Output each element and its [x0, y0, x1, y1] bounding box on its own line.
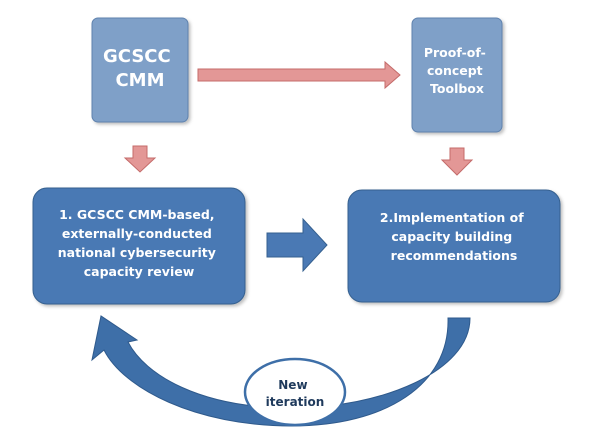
new-iteration-oval: New iteration — [243, 357, 347, 427]
left-down-arrow — [123, 145, 157, 173]
iteration-line-1: New — [278, 378, 307, 392]
svg-text:2.Implementation of capa: 2.Implementation of capacity building re… — [380, 210, 528, 263]
toolbox-box: Proof-of- concept Toolbox — [411, 17, 503, 133]
svg-text:Proof-of- concept: Proof-of- concept Toolbox — [424, 45, 490, 96]
review-line-1: 1. GCSCC CMM-based, — [59, 207, 214, 222]
review-line-3: national cybersecurity — [58, 245, 216, 260]
middle-forward-arrow — [266, 217, 328, 273]
toolbox-line-2: concept — [427, 63, 483, 78]
gcscc-cmm-line-1: GCSCC — [103, 46, 171, 67]
toolbox-line-3: Toolbox — [430, 81, 484, 96]
implementation-line-3: recommendations — [391, 248, 518, 263]
iteration-line-2: iteration — [266, 395, 325, 409]
review-line-4: capacity review — [84, 264, 195, 279]
gcscc-cmm-line-2: CMM — [115, 70, 164, 91]
implementation-line-1: 2.Implementation of — [380, 210, 524, 225]
toolbox-line-1: Proof-of- — [424, 45, 486, 60]
review-line-2: externally-conducted — [62, 226, 212, 241]
svg-text:GCSCC CMM: GCSCC CMM — [103, 46, 177, 91]
svg-text:New iteration: New iteration — [266, 378, 325, 409]
implementation-line-2: capacity building — [391, 229, 512, 244]
right-down-arrow — [440, 147, 474, 176]
review-box: 1. GCSCC CMM-based, externally-conducted… — [32, 187, 246, 305]
gcscc-cmm-box: GCSCC CMM — [91, 17, 189, 123]
svg-text:1. GCSCC CMM-based, exte: 1. GCSCC CMM-based, externally-conducted… — [58, 207, 220, 279]
iteration-return-arrow — [91, 315, 471, 427]
top-connector-arrow — [197, 60, 401, 90]
implementation-box: 2.Implementation of capacity building re… — [347, 189, 561, 303]
